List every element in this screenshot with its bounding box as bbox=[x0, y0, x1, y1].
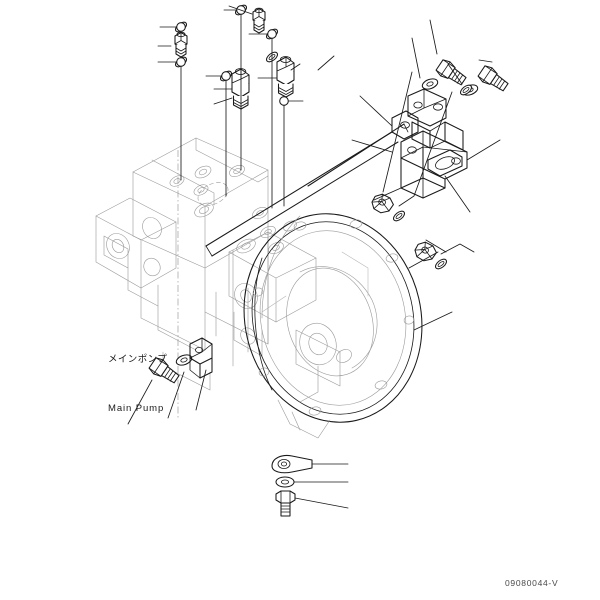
part-hexplug-lower-right bbox=[412, 239, 440, 265]
part-elbow-center bbox=[231, 67, 250, 110]
part-union-top-center bbox=[252, 7, 266, 34]
part-bolt-bracket-b bbox=[476, 63, 511, 95]
part-hexplug-upper-right bbox=[369, 191, 397, 217]
mounting-bracket-main bbox=[391, 88, 468, 199]
connecting-rod bbox=[205, 123, 409, 257]
part-bolt-bottom-center bbox=[275, 490, 296, 517]
part-oring-right-b bbox=[433, 256, 449, 272]
bell-housing-flange bbox=[243, 213, 423, 439]
main-pump-body bbox=[95, 137, 317, 420]
part-bolt-bracket-a bbox=[434, 57, 469, 89]
part-elbow-upper bbox=[276, 55, 295, 98]
part-union-left bbox=[174, 31, 188, 58]
leader-lines bbox=[127, 5, 501, 509]
part-oring-right-a bbox=[391, 208, 407, 224]
part-washer-bottom-center bbox=[275, 476, 295, 488]
part-bracket-tab-left bbox=[189, 337, 213, 379]
part-clamp-tab-bottom bbox=[271, 455, 313, 474]
